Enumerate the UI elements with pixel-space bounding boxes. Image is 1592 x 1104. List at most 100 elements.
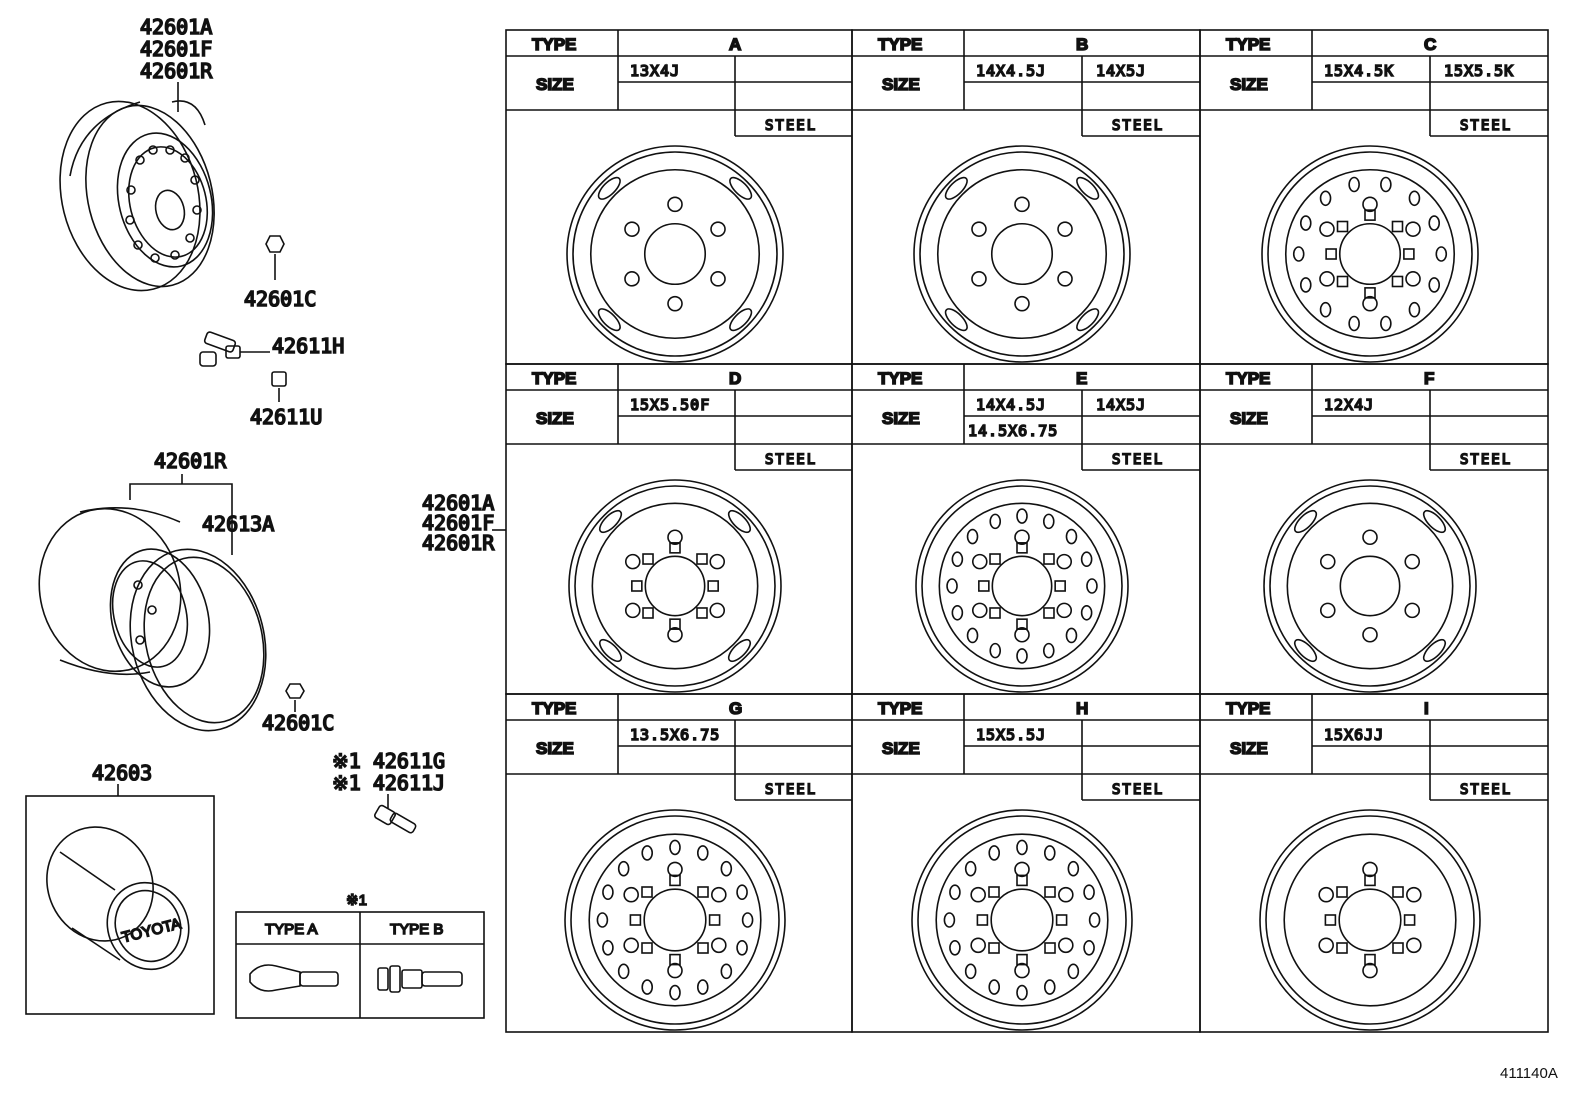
valve-stem-drawing [374,794,417,834]
figure-code: 411140A [1500,1065,1558,1082]
valve-type-b-drawing [377,965,463,993]
part-label-42601f-mid[interactable]: 42601F [421,510,495,536]
hub-nut-drawing-mid [285,683,305,712]
material-label: STEEL [765,118,817,134]
valve-type-note: ※1 [346,892,367,909]
wheel-drawing-h [911,809,1133,1031]
type-label: TYPE [532,699,576,718]
part-label-42601c-mid[interactable]: 42601C [261,710,335,736]
valve-type-a-drawing [249,964,339,992]
material-label: STEEL [1112,452,1164,468]
size-label: SIZE [536,739,574,758]
wheel-cell-type-i: TYPE I SIZE 15X6JJ STEEL [1199,693,1549,1033]
type-label: TYPE [532,369,576,388]
wheel-drawing-c [1261,145,1479,363]
wheel-cell-type-a: TYPE A SIZE 13X4J STEEL [505,29,853,365]
wheel-cell-type-c: TYPE C SIZE 15X4.5K 15X5.5K STEEL [1199,29,1549,365]
size-value: 15X4.5K [1324,62,1394,80]
size-label: SIZE [1230,75,1268,94]
wheel-cell-type-d: TYPE D SIZE 15X5.50F STEEL [505,363,853,695]
wheel-drawing-g [564,809,786,1031]
size-label: SIZE [882,739,920,758]
type-code: D [729,369,741,388]
size-value: 15X5.5J [976,726,1046,744]
size-value: 15X5.50F [630,396,710,414]
part-label-42611h[interactable]: 42611H [271,333,345,359]
wheel-drawing-d [568,479,782,693]
size-value: 13.5X6.75 [630,726,720,744]
part-label-42601r-mid[interactable]: 42601R [153,448,228,474]
material-label: STEEL [1112,782,1164,798]
type-label: TYPE [1226,699,1270,718]
size-value: 14X5J [1096,396,1146,414]
size-value: 14.5X6.75 [968,422,1058,440]
top-wheel-drawing [59,100,215,292]
type-label: TYPE [878,699,922,718]
part-label-42603[interactable]: 42603 [91,760,153,786]
part-label-42601r-top[interactable]: 42601R [139,58,214,84]
size-value: 15X5.5K [1444,62,1514,80]
wheel-drawing-f [1263,479,1477,693]
type-code: A [729,35,741,54]
part-label-42613a[interactable]: 42613A [201,511,275,537]
wheel-cell-type-h: TYPE H SIZE 15X5.5J STEEL [851,693,1201,1033]
type-code: B [1076,35,1088,54]
part-label-42611j[interactable]: ※1 42611J [331,770,446,796]
size-label: SIZE [1230,739,1268,758]
material-label: STEEL [1460,118,1512,134]
part-label-42601f-top[interactable]: 42601F [139,36,213,62]
type-code: H [1076,699,1088,718]
material-label: STEEL [765,782,817,798]
type-label: TYPE [1226,369,1270,388]
valve-type-b-label: TYPE B [390,921,443,938]
wheel-drawing-i [1259,809,1481,1031]
size-value: 14X4.5J [976,396,1046,414]
valve-h-drawing [199,331,270,367]
size-label: SIZE [536,75,574,94]
wheel-cell-type-b: TYPE B SIZE 14X4.5J 14X5J STEEL [851,29,1201,365]
material-label: STEEL [765,452,817,468]
hub-cap-box [25,795,215,1015]
left-parts-area: 42601A 42601F 42601R 42601C [25,14,506,1019]
size-value: 12X4J [1324,396,1374,414]
type-label: TYPE [878,35,922,54]
type-label: TYPE [1226,35,1270,54]
hub-cap-logo-text: TOYOTA [120,915,183,946]
type-label: TYPE [532,35,576,54]
split-rim-wheel-drawing [38,506,267,732]
wheel-type-table: TYPE A SIZE 13X4J STEEL TYPE B SIZE 14X4.5J 14X5J… [505,29,1549,1033]
part-label-42601r-mid2[interactable]: 42601R [421,530,496,556]
type-code: C [1424,35,1436,54]
part-label-42611u[interactable]: 42611U [249,404,323,430]
size-label: SIZE [882,409,920,428]
part-label-42601a-top[interactable]: 42601A [139,14,213,40]
valve-core-drawing [271,371,287,402]
material-label: STEEL [1460,452,1512,468]
material-label: STEEL [1112,118,1164,134]
hub-nut-drawing-top [265,235,285,280]
type-code: E [1076,369,1087,388]
size-label: SIZE [882,75,920,94]
size-label: SIZE [1230,409,1268,428]
size-value: 15X6JJ [1324,726,1384,744]
size-value: 14X5J [1096,62,1146,80]
part-label-42601c-top[interactable]: 42601C [243,286,317,312]
size-value: 14X4.5J [976,62,1046,80]
wheel-drawing-b [913,145,1131,363]
size-label: SIZE [536,409,574,428]
type-code: G [729,699,742,718]
material-label: STEEL [1460,782,1512,798]
part-label-42611g[interactable]: ※1 42611G [331,748,446,774]
valve-type-a-label: TYPE A [265,921,318,938]
wheel-drawing-a [566,145,784,363]
hub-cap-drawing [46,826,190,971]
type-code: I [1424,699,1429,718]
part-label-42601a-mid[interactable]: 42601A [421,490,495,516]
size-value: 13X4J [630,62,680,80]
type-label: TYPE [878,369,922,388]
